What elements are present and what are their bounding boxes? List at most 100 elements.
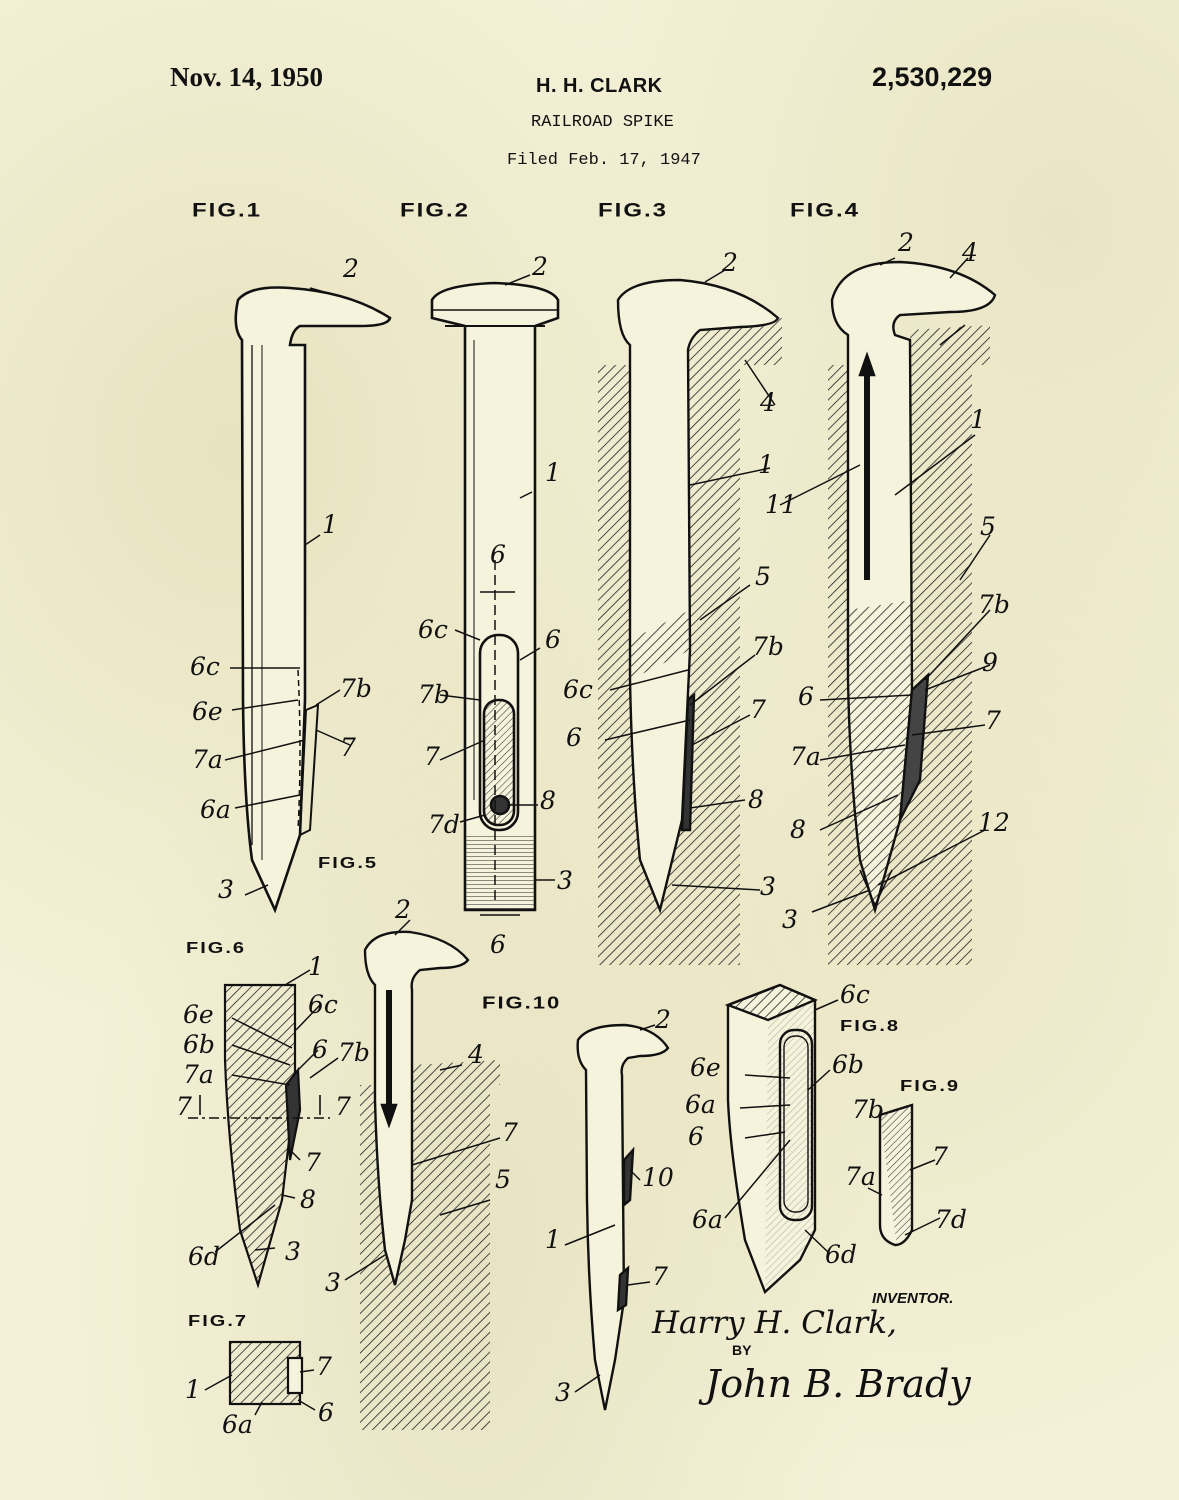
ref-numeral: 6e — [192, 697, 223, 726]
ref-numeral: 11 — [765, 490, 797, 519]
fig-7-label: FIG.7 — [188, 1312, 249, 1330]
ref-numeral: 3 — [557, 866, 573, 895]
ref-numeral: 1 — [545, 1225, 561, 1254]
ref-numeral: 6 — [798, 682, 814, 711]
fig-1-label: FIG.1 — [192, 199, 263, 222]
ref-numeral: 6c — [308, 990, 338, 1019]
ref-numeral: 8 — [300, 1185, 316, 1214]
ref-numeral: 4 — [468, 1040, 484, 1069]
ref-numeral: 6d — [188, 1242, 220, 1271]
filed-date: Filed Feb. 17, 1947 — [507, 151, 701, 170]
ref-numeral: 7 — [652, 1262, 668, 1291]
ref-numeral: 2 — [655, 1005, 671, 1034]
ref-numeral: 7b — [340, 674, 372, 703]
ref-numeral: 7 — [316, 1352, 332, 1381]
ref-numeral: 6 — [545, 625, 561, 654]
ref-numeral: 6 — [312, 1035, 328, 1064]
ref-numeral: 8 — [540, 786, 556, 815]
figure-8-spike-detail — [724, 983, 819, 1295]
ref-numeral: 7 — [985, 706, 1001, 735]
fig-9-label: FIG.9 — [900, 1077, 961, 1095]
ref-numeral: 10 — [642, 1163, 674, 1192]
fig-3-label: FIG.3 — [598, 199, 669, 222]
ref-numeral: 7b — [752, 632, 784, 661]
figure-1-spike — [234, 286, 392, 914]
figure-10-spike — [576, 1023, 670, 1411]
ref-numeral: 5 — [980, 512, 996, 541]
attorney-signature: John B. Brady — [705, 1362, 971, 1406]
ref-numeral: 9 — [982, 648, 998, 677]
ref-numeral: 6b — [183, 1030, 215, 1059]
ref-numeral: 7 — [932, 1142, 948, 1171]
ref-numeral: 7 — [340, 733, 356, 762]
ref-numeral: 7b — [852, 1095, 884, 1124]
ref-numeral: 3 — [760, 872, 776, 901]
ref-numeral: 1 — [308, 952, 324, 981]
ref-numeral: 7b — [978, 590, 1010, 619]
ref-numeral: 6c — [563, 675, 593, 704]
fig-2-label: FIG.2 — [400, 199, 471, 222]
ref-numeral: 5 — [495, 1165, 511, 1194]
ref-numeral: 1 — [545, 458, 561, 487]
figure-5-spike-driving — [360, 930, 500, 1430]
figure-7-cross-section — [228, 1340, 304, 1406]
ref-numeral: 4 — [760, 388, 776, 417]
ref-numeral: 6a — [200, 795, 231, 824]
ref-numeral: 6a — [222, 1410, 253, 1439]
ref-numeral: 6d — [825, 1240, 857, 1269]
ref-numeral: 7a — [790, 742, 821, 771]
ref-numeral: 7a — [183, 1060, 214, 1089]
ref-numeral: 7 — [424, 742, 440, 771]
ref-numeral: 6e — [183, 1000, 214, 1029]
figure-9-insert — [878, 1103, 914, 1247]
leader-lines — [204, 257, 991, 1416]
ref-numeral: 6 — [318, 1398, 334, 1427]
inventor-signature: Harry H. Clark, — [652, 1305, 897, 1341]
ref-numeral: 2 — [898, 228, 914, 257]
ref-numeral: 6c — [190, 652, 220, 681]
figure-4-spike-in-tie — [828, 260, 997, 965]
ref-numeral: 6 — [490, 540, 506, 569]
ref-numeral: 6b — [832, 1050, 864, 1079]
ref-numeral: 3 — [555, 1378, 571, 1407]
ref-numeral: 1 — [322, 510, 338, 539]
ref-numeral: 7 — [335, 1092, 351, 1121]
ref-numeral: 6 — [490, 930, 506, 959]
ref-numeral: 6c — [840, 980, 870, 1009]
ref-numeral: 3 — [782, 905, 798, 934]
ref-numeral: 1 — [758, 450, 774, 479]
ref-numeral: 2 — [395, 895, 411, 924]
ref-numeral: 12 — [978, 808, 1010, 837]
fig-5-label: FIG.5 — [318, 854, 379, 872]
ref-numeral: 6 — [688, 1122, 704, 1151]
ref-numeral: 7a — [845, 1162, 876, 1191]
ref-numeral: 2 — [532, 252, 548, 281]
ref-numeral: 3 — [218, 875, 234, 904]
ref-numeral: 7 — [305, 1148, 321, 1177]
by-label: BY — [732, 1342, 752, 1358]
ref-numeral: 4 — [962, 238, 978, 267]
ref-numeral: 6e — [690, 1053, 721, 1082]
ref-numeral: 6c — [418, 615, 448, 644]
figure-2-spike — [430, 281, 560, 916]
ref-numeral: 6a — [685, 1090, 716, 1119]
ref-numeral: 7b — [418, 680, 450, 709]
ref-numeral: 7 — [176, 1092, 192, 1121]
ref-numeral: 6 — [566, 723, 582, 752]
ref-numeral: 7b — [338, 1038, 370, 1067]
fig-10-label: FIG.10 — [482, 992, 562, 1013]
ref-numeral: 8 — [790, 815, 806, 844]
ref-numeral: 5 — [755, 562, 771, 591]
fig-6-label: FIG.6 — [186, 939, 247, 957]
patent-title: RAILROAD SPIKE — [531, 113, 674, 132]
ref-numeral: 3 — [285, 1237, 301, 1266]
ref-numeral: 6a — [692, 1205, 723, 1234]
ref-numeral: 1 — [185, 1375, 201, 1404]
patent-number: 2,530,229 — [872, 62, 993, 92]
fig-4-label: FIG.4 — [790, 199, 861, 222]
ref-numeral: 7 — [750, 695, 766, 724]
figure-3-spike-in-tie — [598, 278, 782, 965]
